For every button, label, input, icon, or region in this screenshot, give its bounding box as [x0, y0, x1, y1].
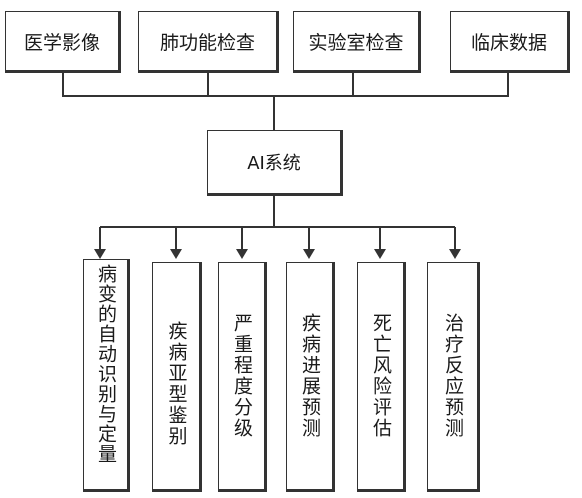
output-label: 病变的自动识别与定量 — [95, 264, 117, 464]
output-label: 疾病进展预测 — [299, 313, 321, 439]
input-label: 肺功能检查 — [159, 31, 255, 54]
arrow-head — [170, 249, 182, 259]
input-box-lab-tests: 实验室检查 — [293, 11, 421, 73]
output-box-progression-prediction: 疾病进展预测 — [286, 262, 335, 492]
input-label: 医学影像 — [23, 31, 100, 54]
input-label: 临床数据 — [470, 31, 547, 54]
arrow-head — [449, 249, 461, 259]
output-label: 严重程度分级 — [231, 313, 253, 439]
output-box-mortality-risk: 死亡风险评估 — [357, 262, 406, 492]
input-box-medical-imaging: 医学影像 — [5, 11, 121, 73]
output-box-treatment-response: 治疗反应预测 — [427, 262, 480, 492]
arrow-head — [303, 249, 315, 259]
input-box-lung-function: 肺功能检查 — [138, 11, 279, 73]
input-label: 实验室检查 — [308, 31, 404, 54]
arrow-head — [94, 249, 106, 259]
output-label: 疾病亚型鉴别 — [165, 321, 188, 447]
output-box-severity-grading: 严重程度分级 — [218, 262, 267, 492]
output-label: 治疗反应预测 — [442, 313, 464, 439]
arrow-head — [374, 249, 386, 259]
output-box-subtype-identification: 疾病亚型鉴别 — [152, 262, 202, 492]
arrow-head — [236, 249, 248, 259]
ai-system-label: AI系统 — [247, 153, 301, 174]
input-box-clinical-data: 临床数据 — [450, 11, 570, 73]
output-label: 死亡风险评估 — [370, 313, 392, 439]
output-box-lesion-quantification: 病变的自动识别与定量 — [83, 259, 130, 492]
ai-system-box: AI系统 — [207, 130, 343, 196]
